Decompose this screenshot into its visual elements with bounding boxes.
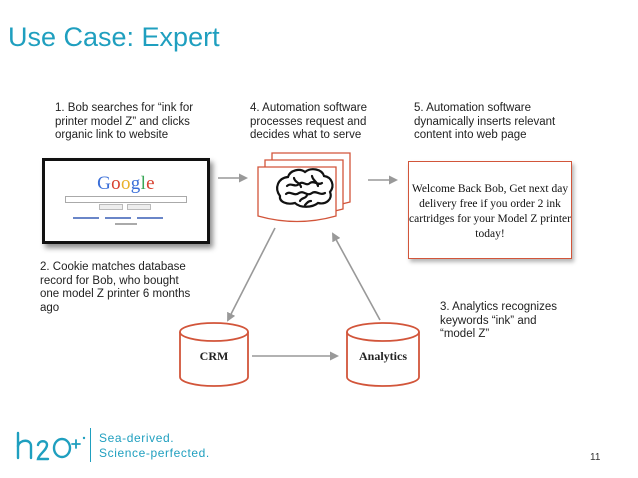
tagline-line-2: Science-perfected. (99, 446, 210, 460)
google-link (137, 217, 163, 219)
page-number: 11 (590, 452, 601, 463)
step-3-text: 3. Analytics recognizes keywords “ink” a… (440, 301, 557, 340)
google-link (73, 217, 99, 219)
analytics-database-icon (346, 322, 420, 387)
step-5-text: 5. Automation software dynamically inser… (414, 102, 556, 141)
arrow-analytics-to-automation (332, 232, 381, 321)
google-logo: Google (97, 173, 155, 194)
google-lucky-button (127, 204, 151, 210)
brain-icon (276, 168, 334, 208)
analytics-label: Analytics (359, 349, 407, 363)
slide-title: Use Case: Expert (8, 22, 220, 52)
google-search-bar (65, 196, 187, 203)
crm-label: CRM (199, 349, 229, 363)
google-search-button (99, 204, 123, 210)
google-search-screenshot: Google (42, 158, 210, 244)
step-1-text: 1. Bob searches for “ink for printer mod… (55, 102, 194, 141)
welcome-message: Welcome Back Bob, Get next day delivery … (409, 183, 571, 240)
google-footer-line (115, 223, 137, 225)
step-4-text: 4. Automation software processes request… (250, 102, 367, 141)
arrow-automation-to-crm (227, 227, 276, 322)
h2o-logo (16, 431, 86, 461)
crm-database-icon (179, 322, 249, 387)
welcome-content-box: Welcome Back Bob, Get next day delivery … (408, 161, 572, 259)
step-2-text: 2. Cookie matches database record for Bo… (40, 261, 191, 314)
google-link (105, 217, 131, 219)
footer-tagline: Sea-derived. Science-perfected. (99, 431, 210, 461)
footer-divider (90, 428, 91, 462)
tagline-line-1: Sea-derived. (99, 431, 175, 445)
